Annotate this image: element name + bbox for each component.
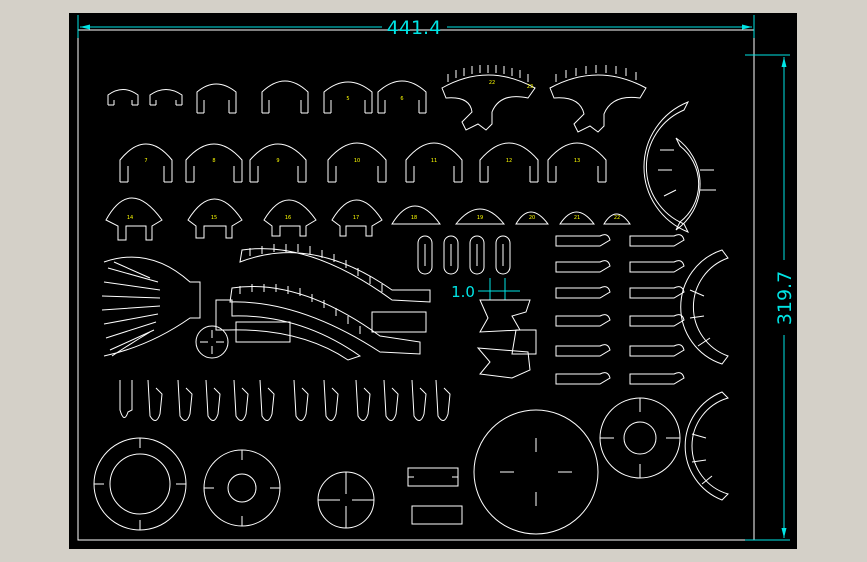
part-label: 20	[529, 215, 535, 221]
comb-rail-parts	[215, 244, 431, 361]
part-label: 17	[353, 215, 359, 221]
width-dimension: 441.4	[77, 15, 755, 39]
width-dimension-text: 441.4	[387, 17, 441, 39]
part-label: 12	[506, 158, 512, 164]
cad-viewport[interactable]	[69, 13, 797, 549]
part-label: 11	[431, 158, 437, 164]
part-label: 19	[477, 215, 483, 221]
height-dimension: 319.7	[745, 54, 796, 541]
part-label: 13	[574, 158, 580, 164]
comb-parts-row-1: 22 23	[441, 65, 647, 133]
drawing-border	[77, 29, 755, 541]
height-dimension-text: 319.7	[774, 271, 796, 325]
part-label: 8	[212, 158, 215, 164]
part-label: 23	[527, 84, 533, 90]
small-crosshair-circle	[195, 325, 229, 359]
part-label: 22	[614, 215, 620, 221]
rect-parts-bottom	[407, 467, 463, 525]
bent-tab-parts	[119, 379, 451, 421]
part-label: 18	[411, 215, 417, 221]
cap-row-1: 5 6	[107, 80, 427, 114]
part-label: 22	[489, 80, 495, 86]
part-label: 21	[574, 215, 580, 221]
part-label: 7	[144, 158, 147, 164]
part-label: 10	[354, 158, 360, 164]
ring-parts-bottom	[93, 397, 681, 535]
ring-arc-parts	[643, 101, 729, 501]
gap-dimension: 1.0	[451, 278, 520, 301]
gap-dimension-text: 1.0	[451, 283, 475, 301]
part-label: 6	[400, 96, 403, 102]
part-label: 16	[285, 215, 291, 221]
part-label: 14	[127, 215, 133, 221]
part-label: 9	[276, 158, 279, 164]
part-label: 5	[346, 96, 349, 102]
eagle-head-parts	[476, 299, 537, 379]
fan-part	[101, 256, 201, 357]
hook-parts	[555, 234, 685, 385]
part-label: 15	[211, 215, 217, 221]
cap-row-3: 14 15 16 17 18 19 20 21 22	[105, 197, 631, 241]
cap-row-2: 7 8 9 10 11 12 13	[119, 142, 607, 183]
slot-parts	[417, 235, 511, 275]
